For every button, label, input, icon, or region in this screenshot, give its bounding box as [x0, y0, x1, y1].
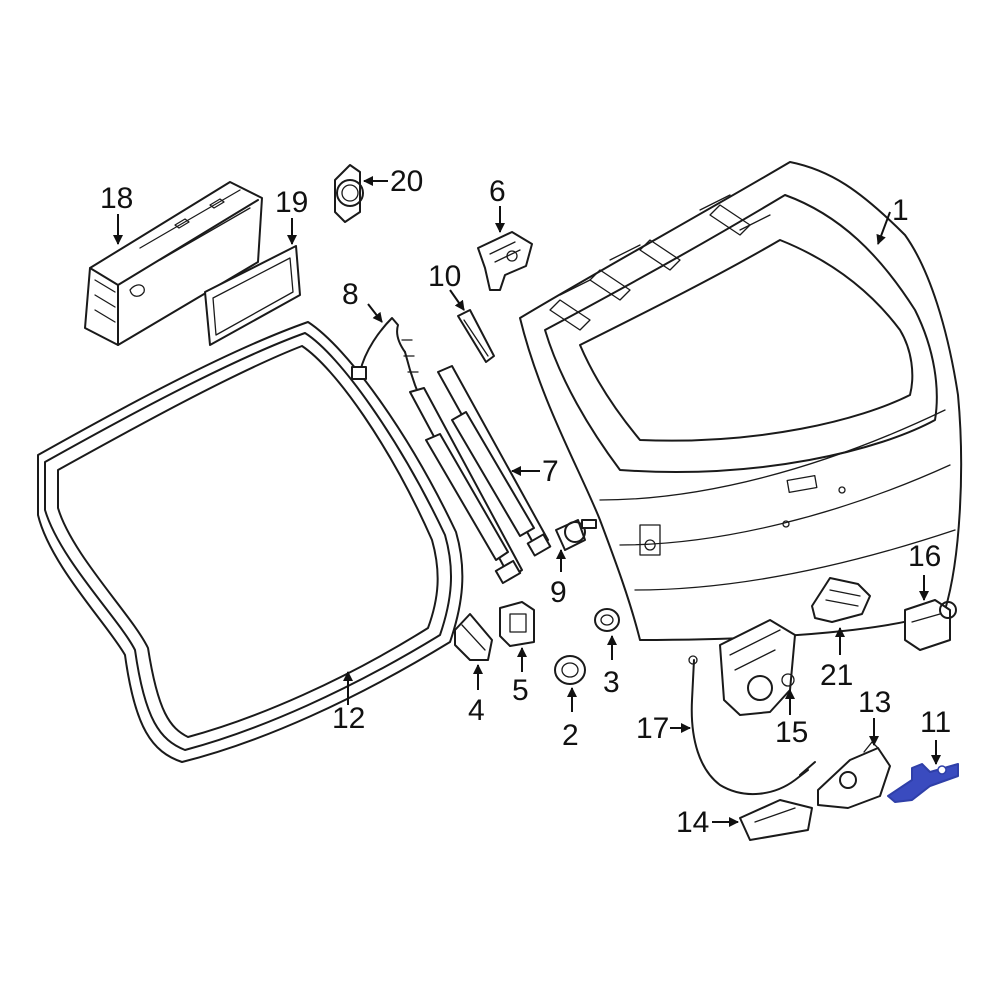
- callout-8: 8: [342, 278, 359, 311]
- part-1-liftgate[interactable]: [519, 161, 963, 641]
- callout-12: 12: [332, 702, 365, 735]
- callout-2: 2: [562, 719, 579, 752]
- part-15-actuator[interactable]: [719, 619, 796, 716]
- callout-17: 17: [636, 712, 669, 745]
- callout-18: 18: [100, 182, 133, 215]
- part-10-bumper[interactable]: [457, 309, 495, 363]
- part-5-cushion[interactable]: [499, 601, 535, 647]
- part-6-hinge[interactable]: [477, 231, 533, 291]
- part-18-control-module[interactable]: [84, 181, 263, 346]
- callout-16: 16: [908, 540, 941, 573]
- callout-9: 9: [550, 576, 567, 609]
- callout-14: 14: [676, 806, 709, 839]
- part-14-handle[interactable]: [739, 799, 813, 841]
- callout-11: 11: [920, 706, 951, 739]
- part-21-switch[interactable]: [811, 577, 871, 623]
- callout-5: 5: [512, 674, 529, 707]
- callout-6: 6: [489, 175, 506, 208]
- part-8-harness[interactable]: [351, 317, 421, 399]
- part-4-bumper[interactable]: [454, 613, 493, 661]
- callout-3: 3: [603, 666, 620, 699]
- part-17-cable[interactable]: [688, 655, 816, 796]
- part-7-struts[interactable]: [409, 365, 552, 585]
- callout-13: 13: [858, 686, 891, 719]
- part-12-weatherstrip[interactable]: [37, 321, 464, 763]
- callout-10: 10: [428, 260, 461, 293]
- callout-4: 4: [468, 694, 485, 727]
- part-11-bracket[interactable]: [887, 763, 959, 803]
- callout-21: 21: [820, 659, 853, 692]
- callout-20: 20: [390, 165, 423, 198]
- callout-1: 1: [892, 194, 909, 227]
- part-16-sensor[interactable]: [904, 599, 957, 651]
- part-2-grommet[interactable]: [554, 655, 586, 685]
- part-3-grommet[interactable]: [594, 608, 620, 632]
- callout-7: 7: [542, 455, 559, 488]
- callout-19: 19: [275, 186, 308, 219]
- part-9-stud[interactable]: [555, 519, 597, 551]
- part-19-pad[interactable]: [204, 245, 301, 346]
- part-20-switch[interactable]: [334, 164, 364, 223]
- part-13-latch[interactable]: [817, 741, 891, 809]
- callout-15: 15: [775, 716, 808, 749]
